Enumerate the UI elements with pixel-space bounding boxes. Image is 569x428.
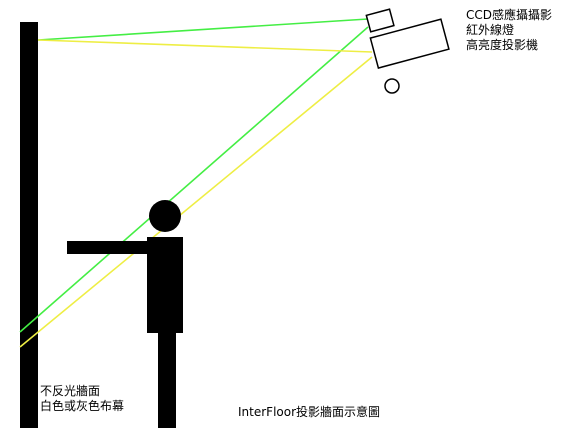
- ccd-camera-label: CCD感應攝攝影: [466, 8, 552, 22]
- person-leg: [158, 333, 176, 428]
- projector: [369, 18, 450, 69]
- projector-label: 高亮度投影機: [466, 38, 539, 52]
- wall: [20, 22, 38, 428]
- ccd-camera: [365, 8, 395, 33]
- green-ray-top: [37, 18, 369, 41]
- person-arm: [67, 241, 157, 254]
- yellow-ray-top: [37, 39, 373, 53]
- wall-label-group: 不反光牆面 白色或灰色布幕: [40, 384, 124, 414]
- infrared-light: [384, 78, 400, 94]
- infrared-light-label: 紅外線燈: [466, 23, 515, 37]
- screen-material-label: 白色或灰色布幕: [40, 399, 125, 413]
- wall-surface-label: 不反光牆面: [40, 384, 101, 398]
- equipment-label-group: CCD感應攝攝影 紅外線燈 高亮度投影機: [466, 8, 552, 53]
- person-figure: [67, 200, 183, 428]
- green-ray-bottom: [19, 26, 369, 333]
- diagram-caption: InterFloor投影牆面示意圖: [238, 405, 381, 419]
- equipment: [365, 8, 450, 94]
- person-head: [149, 200, 181, 232]
- yellow-ray-bottom: [19, 56, 373, 348]
